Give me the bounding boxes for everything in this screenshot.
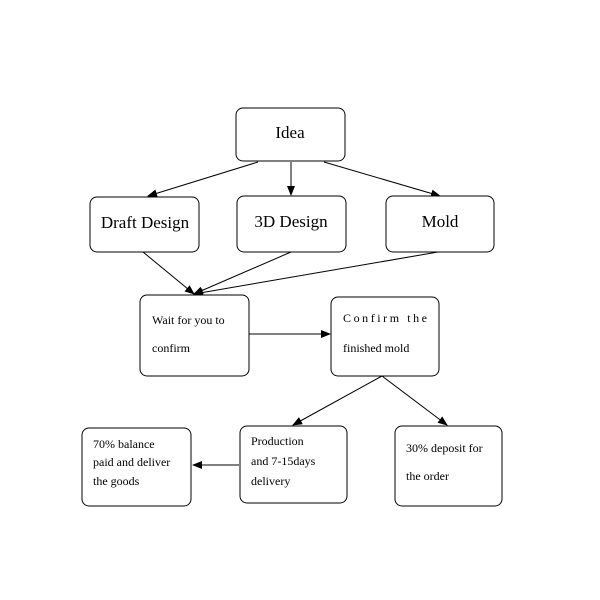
node-production-line-3: delivery [251,474,290,488]
node-production-line-2: and 7-15days [251,454,316,468]
edge-mold-to-wait [193,251,439,297]
edge-confirm-mold-to-production [292,375,383,426]
node-deposit-30-line-1: 30% deposit for [406,441,483,455]
node-mold: Mold [385,195,495,253]
node-confirm-mold-line-1: Confirm the [343,311,427,325]
node-confirm-mold: Confirm the finished mold [330,296,440,377]
node-production: Production and 7-15days delivery [239,425,348,504]
node-draft-design: Draft Design [89,196,200,253]
node-draft-design-label: Draft Design [101,213,190,232]
edge-idea-to-draft-design [147,161,259,198]
node-3d-design-label: 3D Design [254,212,328,231]
edge-draft-design-to-wait [142,251,195,295]
node-deposit-30: 30% deposit for the order [394,425,503,507]
node-wait-confirm-line-2: confirm [152,341,191,355]
edges [142,161,448,469]
node-balance-70-line-3: the goods [93,474,140,488]
node-balance-70-line-2: paid and deliver [93,455,170,469]
node-idea: Idea [235,107,346,162]
node-idea-label: Idea [275,123,305,142]
node-mold-label: Mold [422,212,459,231]
node-balance-70: 70% balance paid and deliver the goods [81,427,192,507]
edge-idea-to-mold [323,161,441,198]
node-confirm-mold-line-2: finished mold [343,341,409,355]
node-3d-design: 3D Design [236,195,347,253]
edge-3d-design-to-wait [193,251,292,295]
node-production-line-1: Production [251,434,304,448]
node-balance-70-line-1: 70% balance [93,437,155,451]
node-wait-confirm: Wait for you to confirm [139,294,250,377]
node-wait-confirm-line-1: Wait for you to [152,313,225,327]
edge-confirm-mold-to-deposit [381,375,448,426]
node-deposit-30-line-2: the order [406,469,449,483]
